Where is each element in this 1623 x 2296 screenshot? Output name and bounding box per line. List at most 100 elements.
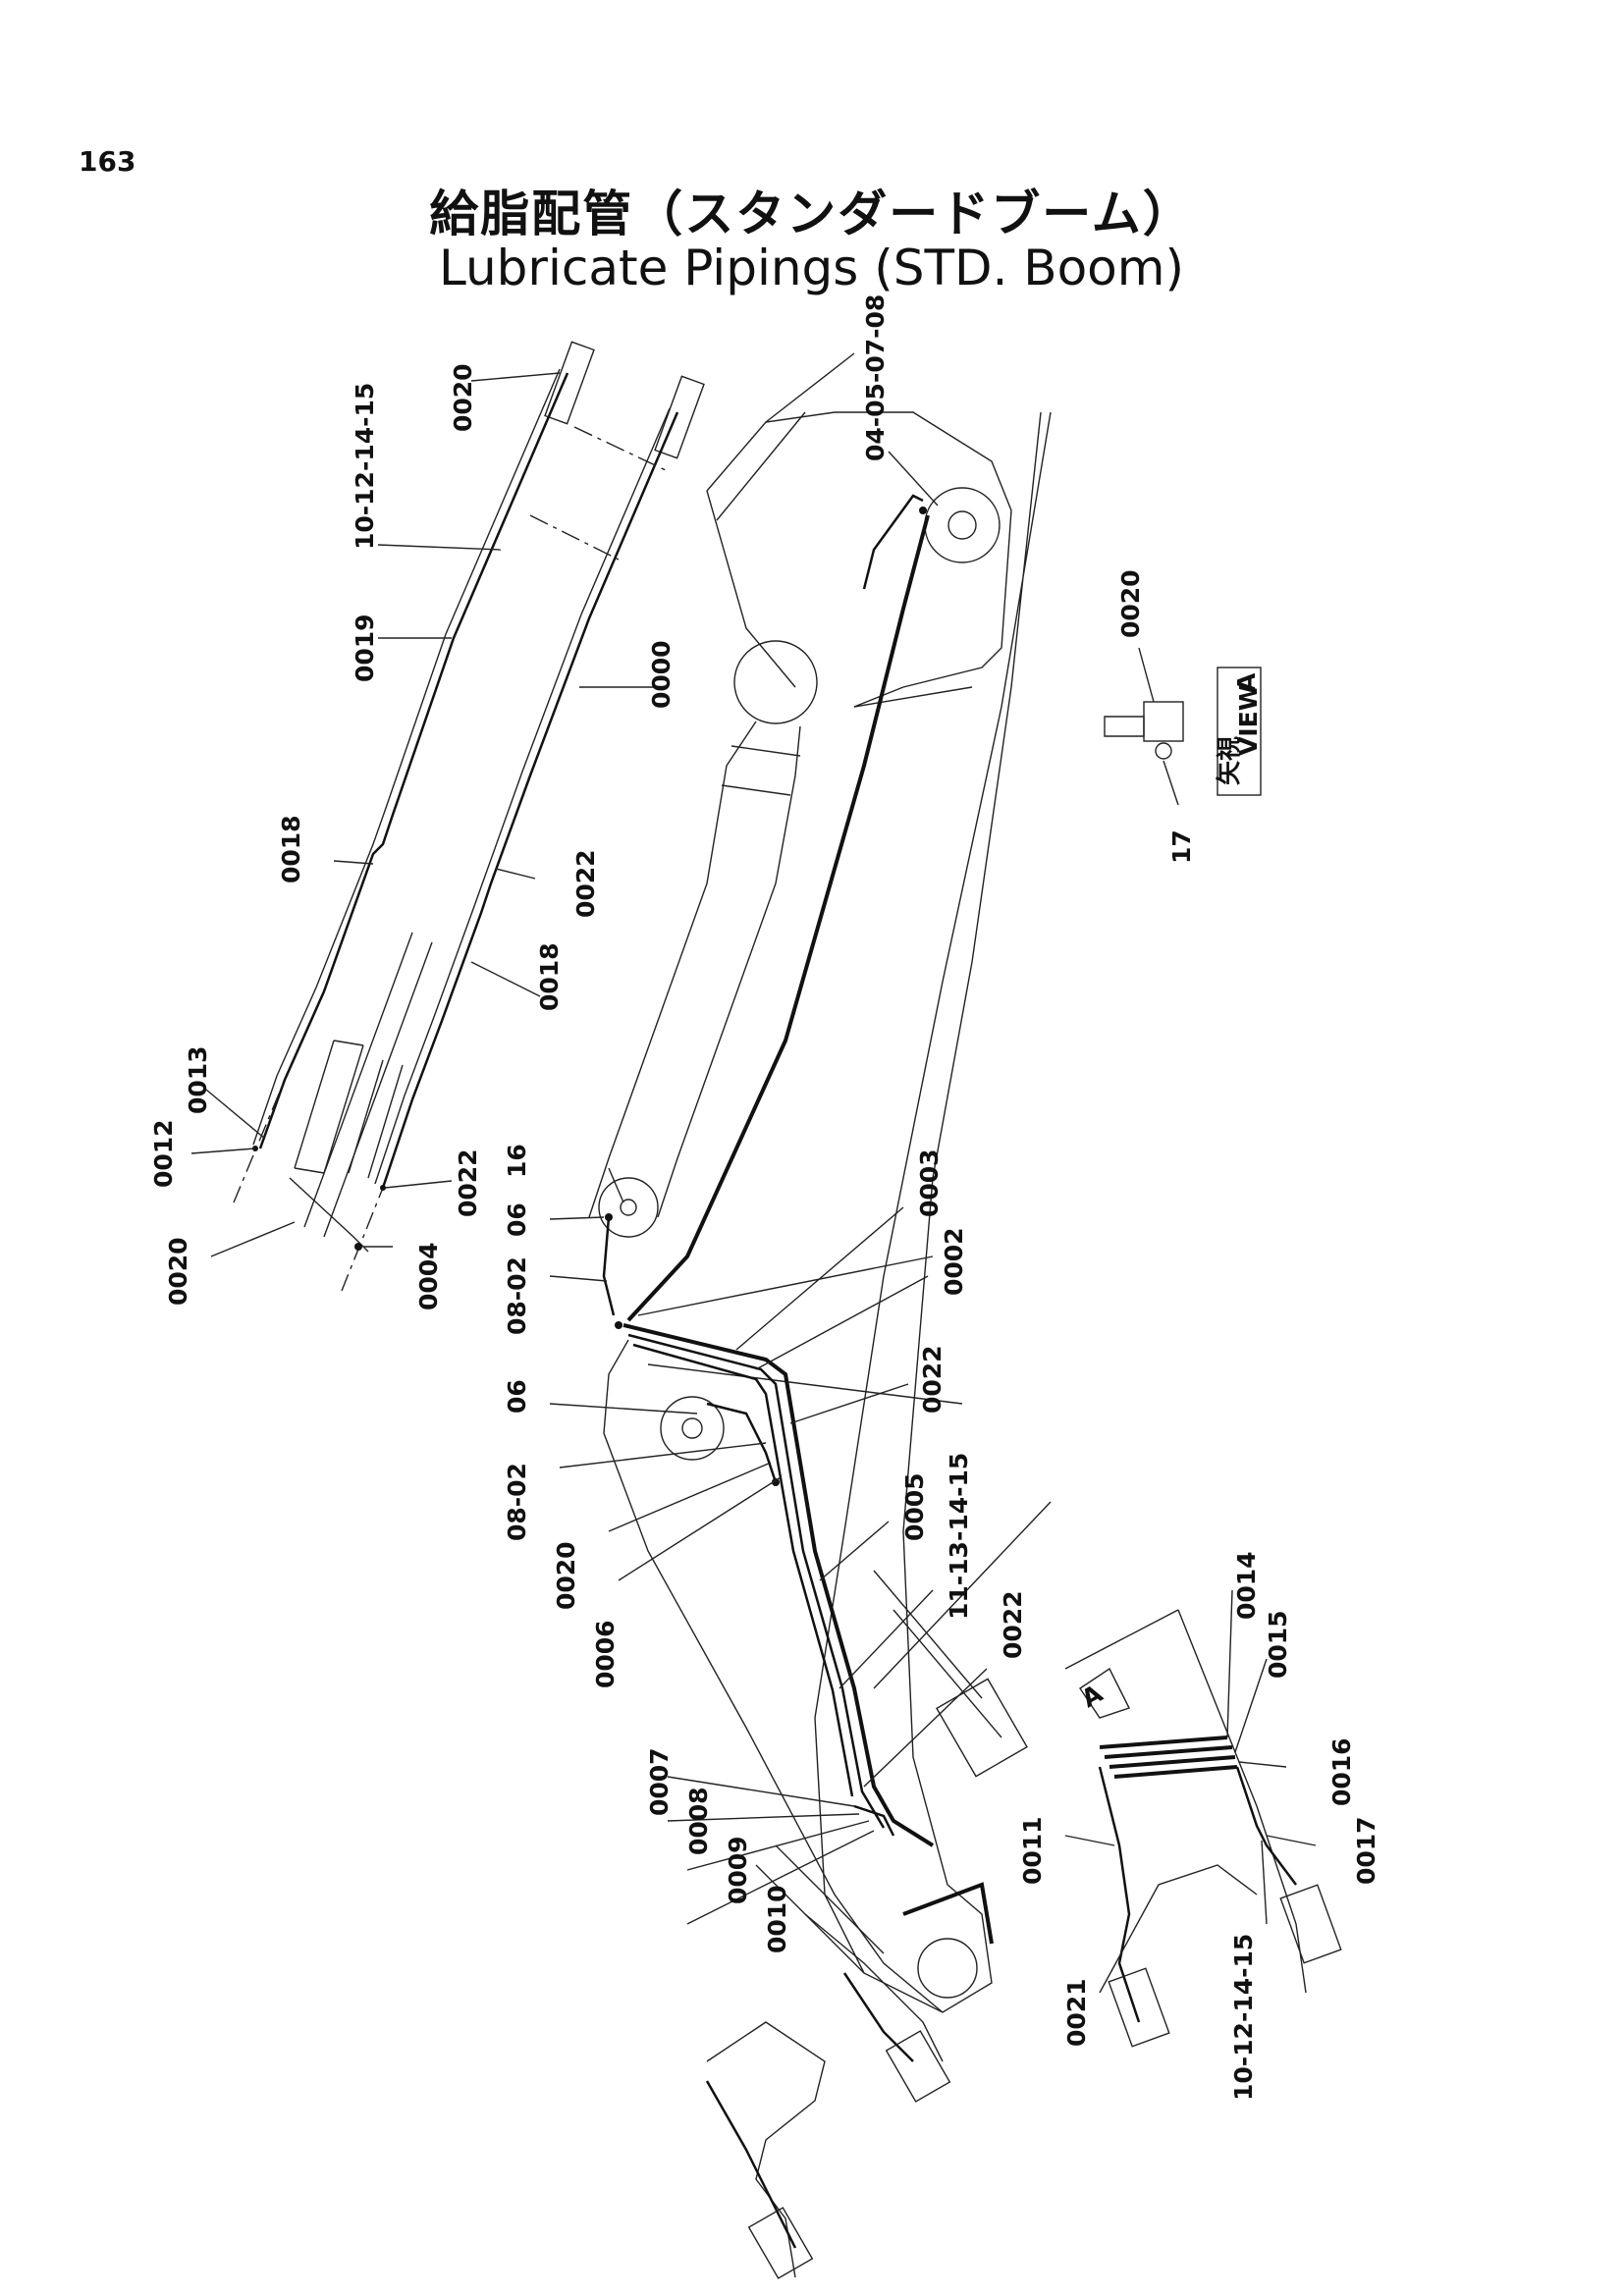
pipe-run-right-outline — [374, 407, 671, 1185]
boom-cylinder — [588, 721, 801, 1218]
callout-0022-upper: 0022 — [571, 849, 600, 918]
callout-11-13-14-15: 11-13-14-15 — [945, 1453, 973, 1620]
callout-0022-mid: 0022 — [918, 1345, 947, 1414]
callout-0014: 0014 — [1232, 1551, 1261, 1620]
bracket — [873, 1570, 1002, 1738]
callout-labels: 0020 10-12-14-15 0019 0000 0018 0022 001… — [149, 294, 1380, 2101]
boom-piping — [602, 494, 1052, 1974]
pipe-end-fitting — [654, 375, 705, 459]
pipe-run-left — [258, 372, 569, 1149]
reinforcement — [853, 686, 973, 708]
callout-0020-mid: 0020 — [552, 1541, 580, 1610]
callout-17: 17 — [1167, 829, 1196, 864]
pipe-main-lower-2 — [627, 1333, 886, 1829]
cylinder-rod — [721, 745, 801, 796]
page-number: 163 — [79, 145, 136, 178]
fitting-block — [747, 2207, 814, 2279]
pipe-main-upper — [626, 514, 930, 1322]
callout-0016: 0016 — [1327, 1737, 1356, 1806]
fitting-block — [885, 2030, 951, 2103]
title-english: Lubricate Pipings (STD. Boom) — [439, 240, 1184, 296]
pipe-bottom — [902, 1882, 994, 1945]
callout-0020-view: 0020 — [1116, 569, 1145, 638]
pipe-run-left-outline — [252, 368, 561, 1146]
cylinder-body — [294, 1040, 364, 1174]
upper-left-pipe-assembly — [233, 341, 705, 1292]
callout-06-upper: 06 — [503, 1202, 531, 1237]
arm-connection — [716, 352, 855, 521]
bracket-outline — [706, 2021, 826, 2278]
cylinder-pin — [598, 1177, 659, 1238]
boom-foot-pin — [660, 1396, 725, 1461]
callout-0022-left: 0022 — [454, 1148, 482, 1217]
detail-outline — [1099, 1864, 1258, 1994]
callout-0007: 0007 — [645, 1747, 674, 1816]
pipe-end-fitting — [544, 341, 595, 425]
boom-body — [588, 352, 1052, 2013]
callout-0010: 0010 — [763, 1885, 791, 1953]
fitting-dot — [354, 1243, 362, 1251]
cylinder-clamp — [936, 1678, 1028, 1778]
callout-16: 16 — [503, 1144, 531, 1178]
fitting-block — [1108, 1967, 1170, 2048]
detail-outline — [1064, 1609, 1179, 1670]
callout-0006: 0006 — [591, 1620, 620, 1688]
centerline — [573, 426, 669, 472]
detail-outline — [1177, 1609, 1307, 1994]
bracket-outline — [804, 1913, 944, 2062]
centerline — [529, 514, 620, 561]
callout-0003: 0003 — [915, 1148, 944, 1217]
callout-0015: 0015 — [1264, 1610, 1292, 1679]
boom-outline-right — [814, 411, 1052, 2013]
lower-right-detail: A — [1064, 1609, 1342, 2048]
arrow-a-shape — [1079, 1667, 1130, 1719]
callout-0011: 0011 — [1018, 1816, 1047, 1885]
view-a-nipple — [1155, 742, 1172, 760]
callout-0000: 0000 — [647, 640, 676, 709]
pipe-manifold — [853, 1804, 895, 1837]
view-a-jp-label: 矢視 — [1215, 736, 1243, 785]
centerline — [233, 1079, 286, 1203]
callout-0018-lower: 0018 — [535, 942, 564, 1011]
leader-lines — [190, 372, 1317, 1925]
boom-outline-left — [603, 1339, 944, 2013]
centerline — [873, 1501, 1052, 1689]
pipe-hose-foot — [706, 1402, 778, 1483]
cylinder-body — [348, 1059, 404, 1179]
detail-pipes — [1099, 1735, 1238, 1779]
centerline — [341, 1187, 384, 1292]
callout-10-12-14-15-bottom: 10-12-14-15 — [1229, 1934, 1258, 2101]
boom-edge — [303, 932, 433, 1238]
pipe-hose-cylinder — [602, 1216, 616, 1316]
lower-left-bracket-detail — [705, 1913, 951, 2279]
boom-head — [706, 411, 1012, 708]
callout-0022-lower: 0022 — [999, 1590, 1027, 1659]
boom-foot-hub — [681, 1417, 703, 1439]
fitting-block — [1279, 1884, 1342, 1964]
callout-0017: 0017 — [1352, 1816, 1380, 1885]
callout-0005: 0005 — [900, 1472, 929, 1541]
view-a-view-label: VIEW — [1234, 684, 1263, 756]
boom-bottom-pin — [917, 1938, 978, 1999]
boom-pin — [924, 487, 1001, 563]
fitting-dot — [605, 1213, 613, 1221]
pipe-hose-top — [862, 494, 924, 590]
boom-pin-hub — [947, 510, 977, 540]
cylinder-end — [733, 640, 818, 724]
view-a-grease-fitting — [1104, 716, 1145, 737]
pipe-main-lower-3 — [632, 1343, 854, 1797]
cylinder-pin-hub — [620, 1199, 637, 1216]
callout-0018-upper: 0018 — [277, 815, 305, 883]
callout-0013: 0013 — [184, 1045, 212, 1114]
fitting-dot — [380, 1185, 386, 1191]
callout-08-02-lower: 08-02 — [503, 1463, 531, 1541]
view-a-block — [1143, 701, 1184, 742]
view-a-letter: A — [1232, 672, 1261, 692]
callout-0009: 0009 — [724, 1836, 752, 1904]
callout-10-12-14-15-top: 10-12-14-15 — [351, 383, 379, 550]
bracket-pipe — [842, 1972, 914, 2062]
fitting-dot — [772, 1478, 780, 1486]
reinforcement — [637, 1255, 963, 1405]
title-japanese: 給脂配管（スタンダードブーム） — [429, 186, 1194, 242]
